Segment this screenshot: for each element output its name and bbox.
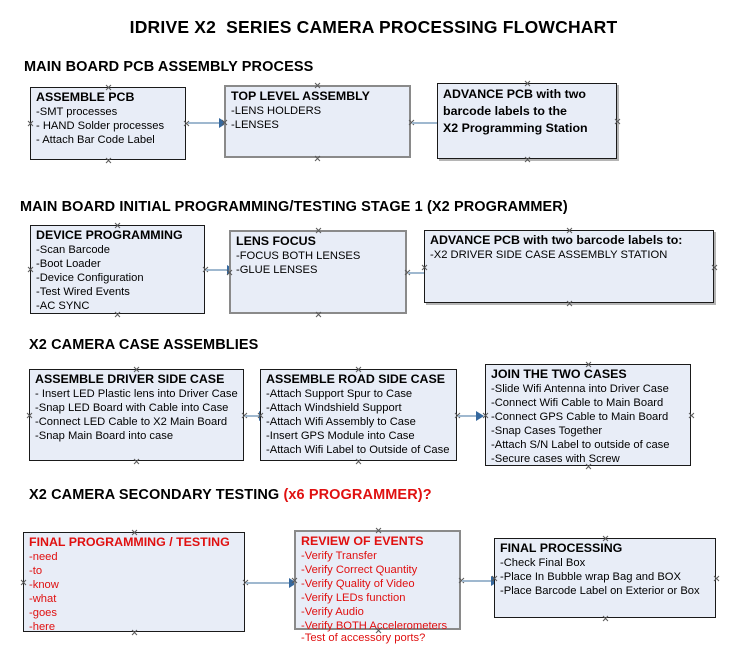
node-line: - Insert LED Plastic lens into Driver Ca… xyxy=(35,388,238,400)
node-assemble-road-side-case[interactable]: ASSEMBLE ROAD SIDE CASE -Attach Support … xyxy=(260,369,457,461)
node-line: -GLUE LENSES xyxy=(236,264,318,276)
node-line: -Place In Bubble wrap Bag and BOX xyxy=(500,571,681,583)
node-title: DEVICE PROGRAMMING xyxy=(36,228,183,242)
node-advance-pcb-to-programming-station[interactable]: ADVANCE PCB with two barcode labels to t… xyxy=(437,83,617,159)
page-title: IDRIVE X2 SERIES CAMERA PROCESSING FLOWC… xyxy=(129,17,618,37)
node-line: -Connect Wifi Cable to Main Board xyxy=(491,397,664,409)
node-review-of-events[interactable]: REVIEW OF EVENTS -Verify Transfer -Verif… xyxy=(294,530,461,644)
node-line: -Test Wired Events xyxy=(36,286,130,298)
node-line: -here xyxy=(29,621,56,633)
node-line: -goes xyxy=(29,607,57,619)
node-line: -Verify Correct Quantity xyxy=(301,564,418,576)
node-line: -Attach Wifi Label to Outside of Case xyxy=(266,444,450,456)
node-line: -Boot Loader xyxy=(36,258,101,270)
node-final-processing[interactable]: FINAL PROCESSING -Check Final Box -Place… xyxy=(494,538,716,618)
node-line: -Verify Quality of Video xyxy=(301,578,415,590)
node-line: -Verify Audio xyxy=(301,606,364,618)
node-line: -Attach Windshield Support xyxy=(266,402,402,414)
node-title: FINAL PROCESSING xyxy=(500,541,623,555)
section-heading-accent: (x6 PROGRAMMER)? xyxy=(283,487,432,503)
section-heading-x2-camera-secondary-testing: X2 CAMERA SECONDARY TESTING (x6 PROGRAMM… xyxy=(29,487,432,503)
node-line: -know xyxy=(29,579,59,591)
node-title: LENS FOCUS xyxy=(236,234,316,248)
arrow-road-side-to-join-cases xyxy=(458,409,486,422)
node-line: -Connect GPS Cable to Main Board xyxy=(491,411,669,423)
node-title: barcode labels to the xyxy=(443,104,567,118)
node-line: -Verify BOTH Accelerometers xyxy=(301,620,448,632)
node-top-level-assembly[interactable]: TOP LEVEL ASSEMBLY -LENS HOLDERS -LENSES xyxy=(224,85,411,158)
node-line: -Slide Wifi Antenna into Driver Case xyxy=(491,383,669,395)
node-line: -AC SYNC xyxy=(36,300,90,312)
node-line: -Connect LED Cable to X2 Main Board xyxy=(35,416,228,428)
node-line: -what xyxy=(29,593,57,605)
node-line: -Check Final Box xyxy=(500,557,586,569)
node-line: - HAND Solder processes xyxy=(36,120,165,132)
arrow-assemble-pcb-to-top-level-assembly xyxy=(188,116,227,130)
arrow-final-programming-to-review-of-events xyxy=(246,576,298,589)
section-heading-text: X2 CAMERA SECONDARY TESTING xyxy=(29,487,284,503)
node-join-the-two-cases[interactable]: JOIN THE TWO CASES -Slide Wifi Antenna i… xyxy=(485,364,691,466)
node-line: -to xyxy=(29,565,43,577)
node-device-programming[interactable]: DEVICE PROGRAMMING -Scan Barcode -Boot L… xyxy=(30,225,205,314)
node-title: FINAL PROGRAMMING / TESTING xyxy=(29,535,230,549)
node-line: -Place Barcode Label on Exterior or Box xyxy=(500,585,700,597)
node-lens-focus[interactable]: LENS FOCUS -FOCUS BOTH LENSES -GLUE LENS… xyxy=(229,230,407,314)
node-line: -LENSES xyxy=(231,119,279,131)
node-line: -FOCUS BOTH LENSES xyxy=(236,250,361,262)
node-line: -Verify LEDs function xyxy=(301,592,406,604)
node-line: -Insert GPS Module into Case xyxy=(266,430,415,442)
node-final-programming-testing[interactable]: FINAL PROGRAMMING / TESTING -need -to -k… xyxy=(23,532,245,633)
node-line: -need xyxy=(29,551,58,563)
node-title: ASSEMBLE PCB xyxy=(36,90,135,104)
node-line: -Attach Wifi Assembly to Case xyxy=(266,416,416,428)
node-overflow-line: -Test of accessory ports? xyxy=(301,632,426,644)
node-line: -LENS HOLDERS xyxy=(231,105,322,117)
node-line: -Device Configuration xyxy=(36,272,144,284)
node-line: -Attach S/N Label to outside of case xyxy=(491,439,670,451)
node-title: JOIN THE TWO CASES xyxy=(491,367,627,381)
node-advance-pcb-to-driver-side-case[interactable]: ADVANCE PCB with two barcode labels to: … xyxy=(424,230,714,303)
node-line: -SMT processes xyxy=(36,106,118,118)
node-line: -Snap Main Board into case xyxy=(35,430,174,442)
node-title: ADVANCE PCB with two xyxy=(443,87,586,101)
node-line: -Snap LED Board with Cable into Case xyxy=(35,402,229,414)
node-assemble-pcb[interactable]: ASSEMBLE PCB -SMT processes - HAND Solde… xyxy=(30,87,186,160)
node-title: ADVANCE PCB with two barcode labels to: xyxy=(430,233,683,247)
node-title: REVIEW OF EVENTS xyxy=(301,534,424,548)
section-heading-main-board-initial-programming: MAIN BOARD INITIAL PROGRAMMING/TESTING S… xyxy=(20,199,568,215)
node-line: -Attach Support Spur to Case xyxy=(266,388,413,400)
node-line: -Verify Transfer xyxy=(301,550,377,562)
node-title: ASSEMBLE ROAD SIDE CASE xyxy=(266,372,445,386)
node-title: X2 Programming Station xyxy=(443,121,588,135)
node-line: -Snap Cases Together xyxy=(491,425,603,437)
node-title: TOP LEVEL ASSEMBLY xyxy=(231,89,370,103)
section-heading-x2-camera-case-assemblies: X2 CAMERA CASE ASSEMBLIES xyxy=(29,337,259,353)
node-assemble-driver-side-case[interactable]: ASSEMBLE DRIVER SIDE CASE - Insert LED P… xyxy=(29,369,244,461)
node-line: -X2 DRIVER SIDE CASE ASSEMBLY STATION xyxy=(430,249,668,261)
node-title: ASSEMBLE DRIVER SIDE CASE xyxy=(35,372,225,386)
section-heading-main-board-pcb-assembly: MAIN BOARD PCB ASSEMBLY PROCESS xyxy=(24,59,314,75)
node-line: -Secure cases with Screw xyxy=(491,453,620,465)
node-line: -Scan Barcode xyxy=(36,244,111,256)
node-line: - Attach Bar Code Label xyxy=(36,134,155,146)
